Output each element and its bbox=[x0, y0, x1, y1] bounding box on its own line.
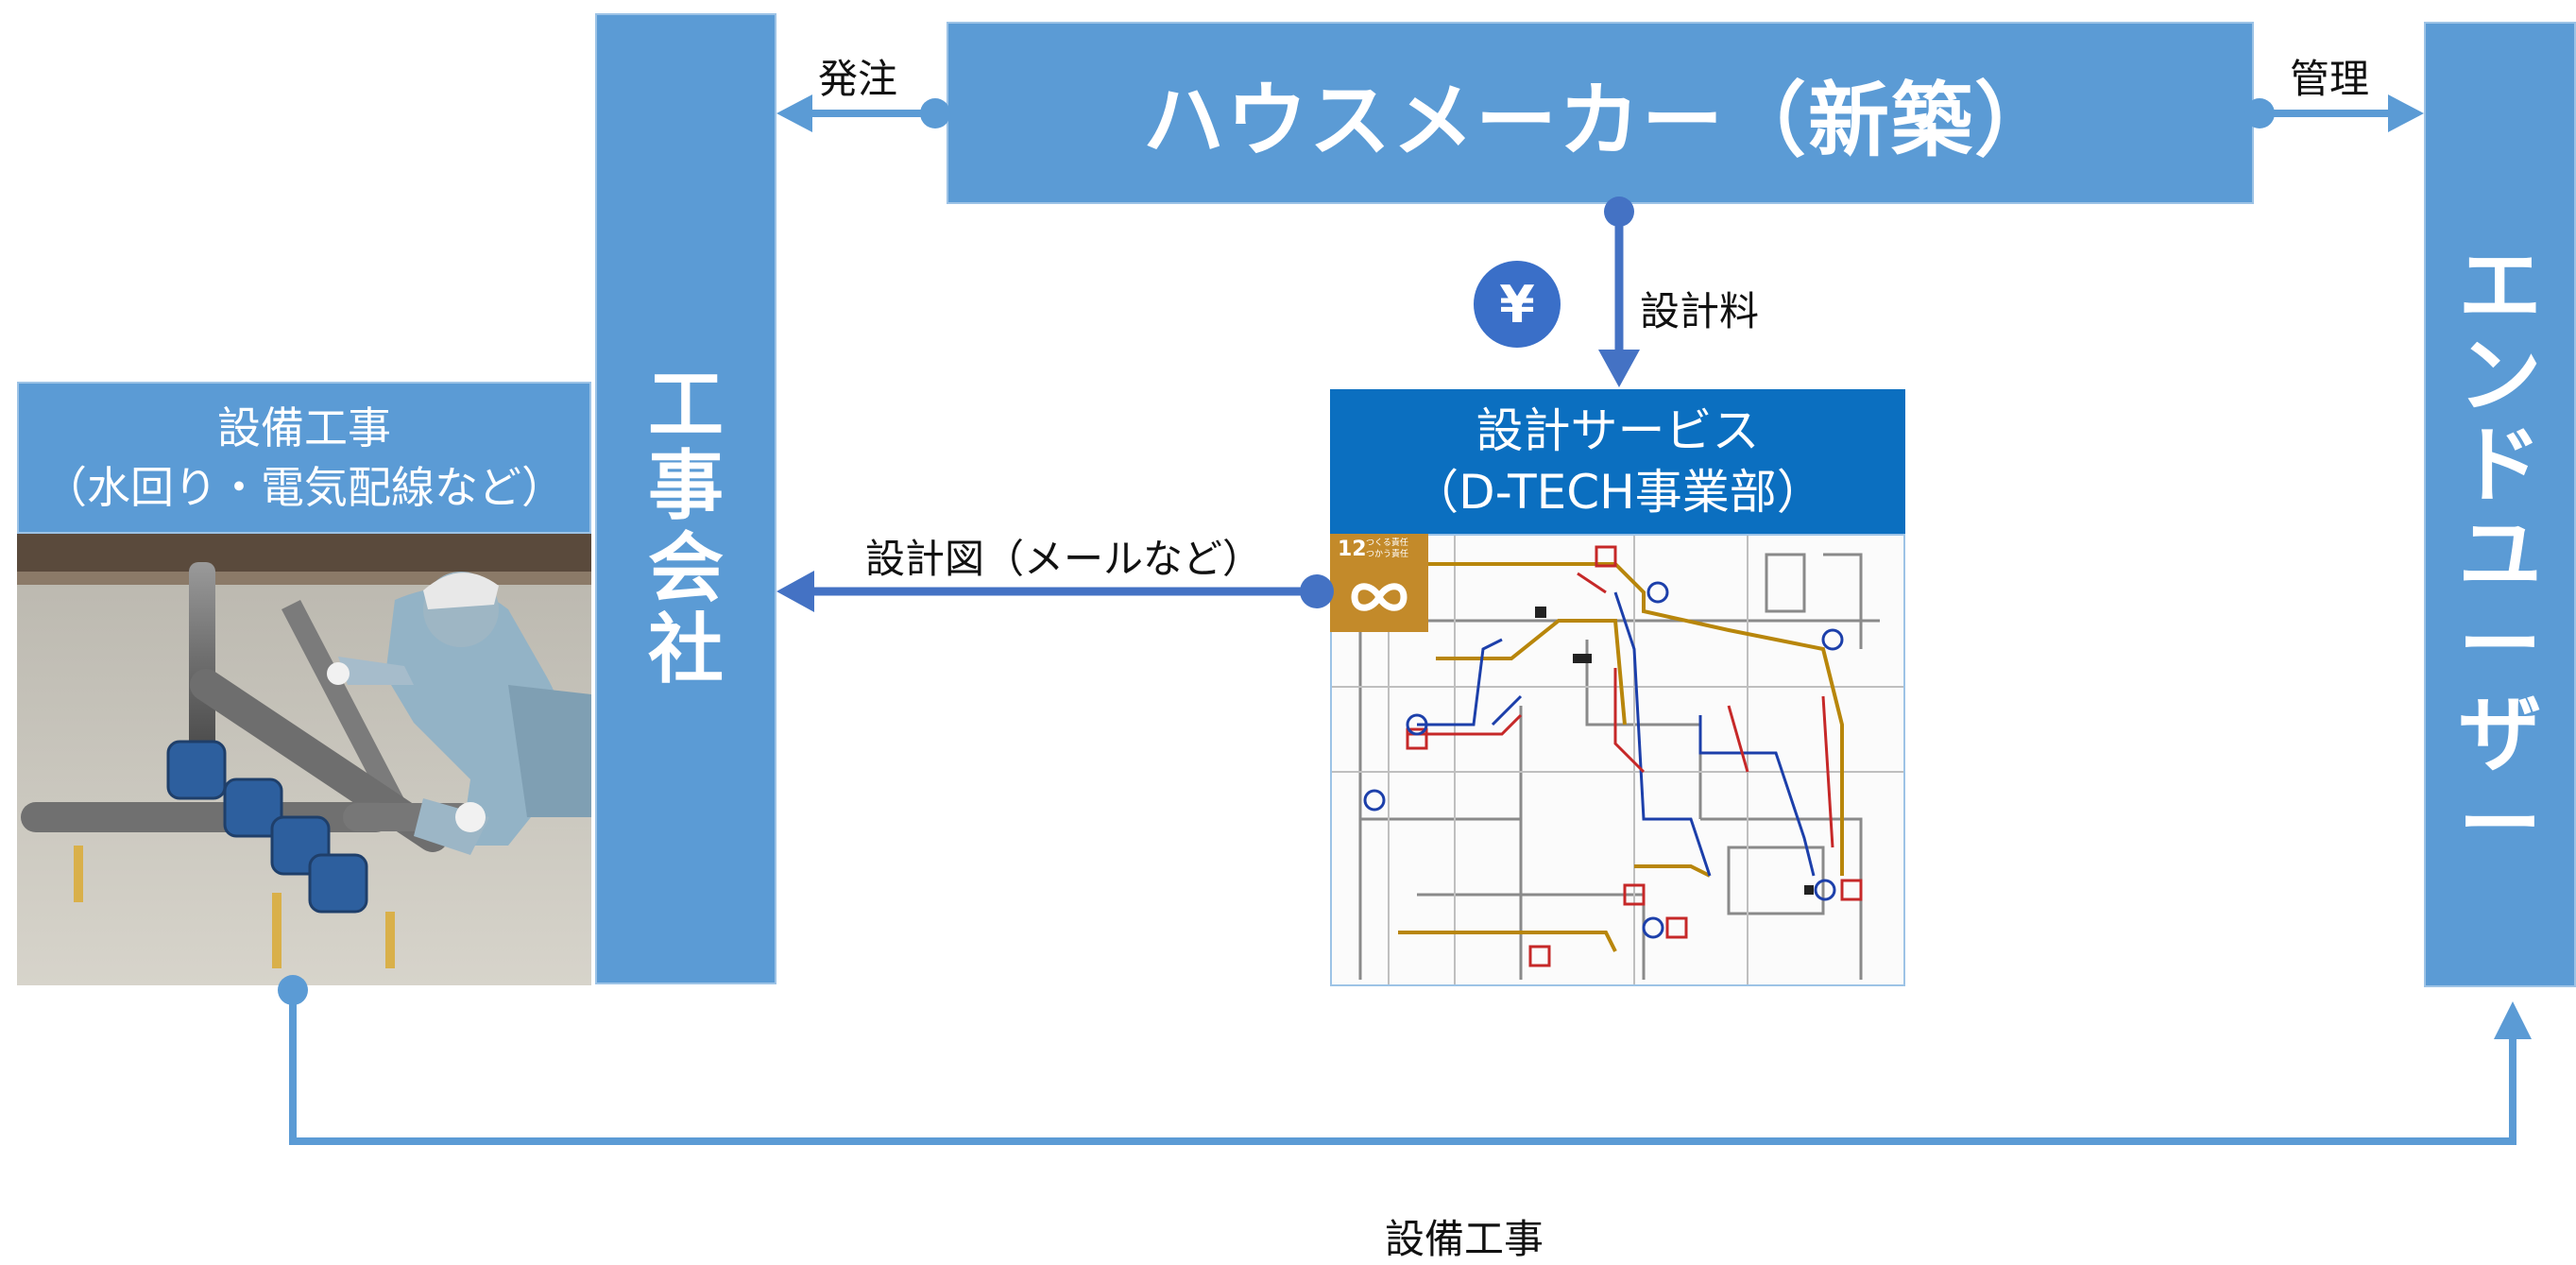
equipment-work-title: 設備工事 bbox=[217, 402, 391, 454]
equipment-work-arrow bbox=[278, 975, 2532, 1145]
order-arrow bbox=[776, 94, 950, 132]
construction-company-box: 工 事 会 社 bbox=[595, 13, 776, 984]
design-service-box: 設計サービス （D-TECH事業部） bbox=[1330, 389, 1905, 534]
sdg-text-1: つくる責任 bbox=[1366, 538, 1408, 548]
infinity-icon bbox=[1351, 583, 1407, 611]
drawings-arrow bbox=[776, 571, 1334, 612]
equipment-work-subtitle: （水回り・電気配線など） bbox=[43, 461, 565, 513]
construction-company-char: 社 bbox=[648, 606, 724, 694]
construction-company-label: 工 事 会 社 bbox=[597, 361, 775, 694]
equipment-work-box: 設備工事 （水回り・電気配線など） bbox=[17, 382, 591, 534]
sdg-text-2: つかう責任 bbox=[1366, 550, 1409, 559]
end-user-label: エ ン ド ユ ー ザ ー bbox=[2426, 241, 2574, 869]
manage-label: 管理 bbox=[2290, 56, 2370, 102]
end-user-char: ン bbox=[2458, 327, 2542, 425]
construction-company-char: 工 bbox=[648, 361, 724, 449]
house-maker-box: ハウスメーカー（新築） bbox=[947, 22, 2254, 204]
sdg-12-badge: 12 つくる責任 つかう責任 bbox=[1330, 534, 1428, 632]
design-fee-label: 設計料 bbox=[1640, 288, 1760, 334]
design-fee-arrow bbox=[1598, 197, 1640, 387]
house-maker-label: ハウスメーカー（新築） bbox=[1143, 74, 2057, 168]
design-service-title: 設計サービス bbox=[1476, 402, 1760, 458]
end-user-char: ユ bbox=[2458, 506, 2542, 605]
drawings-label: 設計図（メールなど） bbox=[865, 536, 1263, 582]
end-user-char: ー bbox=[2458, 776, 2542, 874]
design-service-subtitle: （D-TECH事業部） bbox=[1411, 464, 1824, 520]
end-user-char: ザ bbox=[2458, 686, 2542, 784]
sdg-number: 12 bbox=[1338, 538, 1367, 561]
construction-company-char: 会 bbox=[648, 523, 724, 612]
yen-icon: ¥ bbox=[1474, 261, 1561, 348]
equipment-work-label: 設備工事 bbox=[1385, 1216, 1544, 1262]
end-user-char: ー bbox=[2458, 596, 2542, 694]
construction-company-char: 事 bbox=[648, 442, 724, 531]
manage-arrow bbox=[2244, 94, 2424, 132]
end-user-char: ド bbox=[2458, 417, 2542, 515]
plumbing-work-photo bbox=[17, 534, 591, 985]
yen-symbol: ¥ bbox=[1499, 274, 1535, 334]
end-user-box: エ ン ド ユ ー ザ ー bbox=[2424, 22, 2576, 987]
order-label: 発注 bbox=[818, 56, 898, 102]
end-user-char: エ bbox=[2458, 237, 2542, 334]
